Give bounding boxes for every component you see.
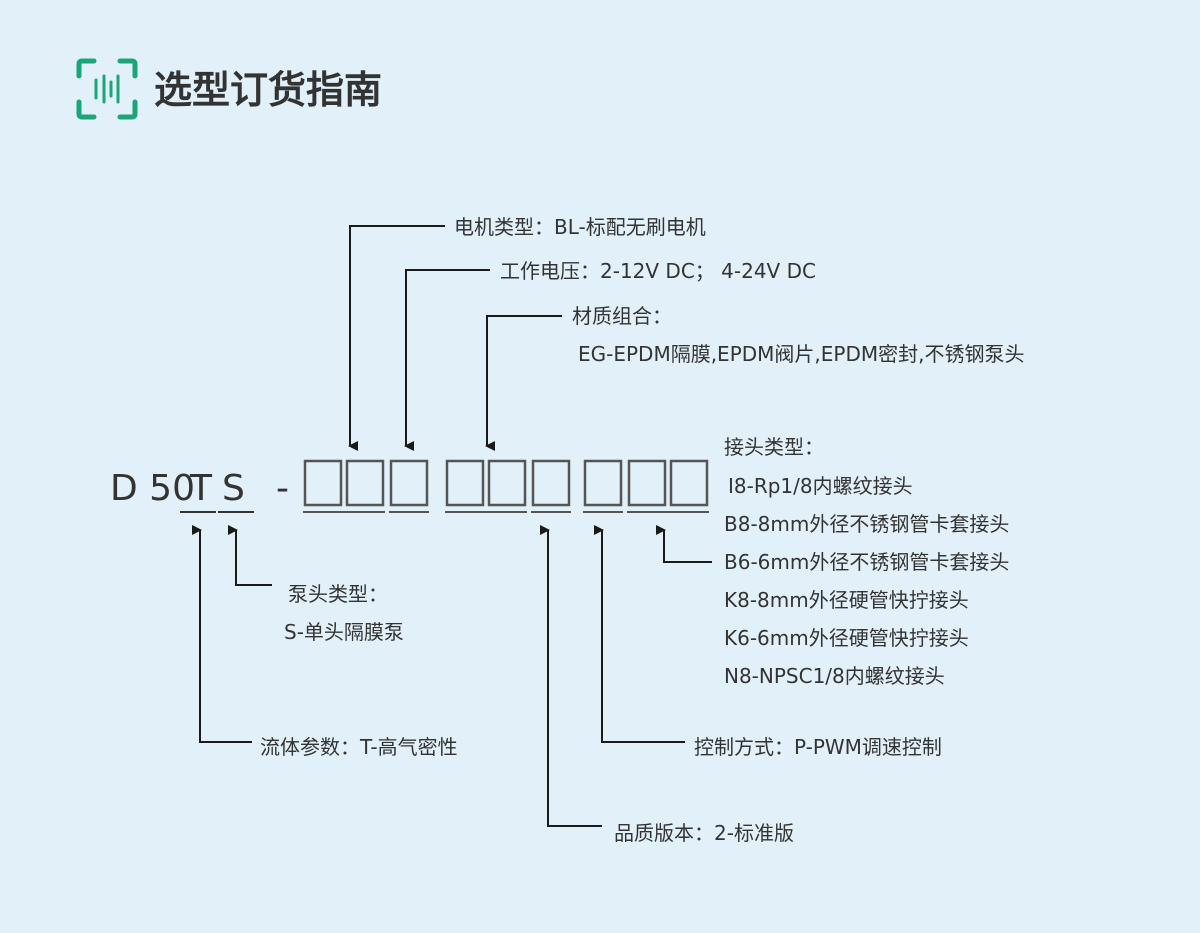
code-box-control <box>583 459 623 507</box>
connector-material <box>485 315 562 451</box>
label-motor-type: 电机类型：BL-标配无刷电机 <box>454 215 706 239</box>
code-pump-letter: S <box>222 468 245 509</box>
code-box-material-2 <box>487 459 527 507</box>
label-pump-head-title: 泵头类型： <box>288 582 388 606</box>
label-control: 控制方式：P-PWM调速控制 <box>694 735 942 759</box>
joint-option: I8-Rp1/8内螺纹接头 <box>728 474 913 498</box>
label-joint-title: 接头类型： <box>724 435 824 459</box>
code-dash: - <box>276 468 289 509</box>
code-box-joint-1 <box>627 459 667 507</box>
code-box-voltage <box>389 459 429 507</box>
label-voltage: 工作电压：2-12V DC； 4-24V DC <box>500 259 816 283</box>
barcode-scan-icon <box>76 58 138 120</box>
code-box-joint-2 <box>669 459 709 507</box>
connector-control <box>594 525 685 743</box>
code-box-material-1 <box>445 459 485 507</box>
code-fluid-letter: T <box>189 468 213 509</box>
label-pump-head-value: S-单头隔膜泵 <box>284 620 404 644</box>
connector-voltage <box>404 269 490 451</box>
connector-motor <box>348 225 445 451</box>
connector-version <box>540 525 602 827</box>
label-version: 品质版本：2-标准版 <box>614 821 794 845</box>
code-box-motor-1 <box>303 459 343 507</box>
joint-option: K8-8mm外径硬管快拧接头 <box>724 588 969 612</box>
connector-pump-head <box>228 525 272 586</box>
label-material-value: EG-EPDM隔膜,EPDM阀片,EPDM密封,不锈钢泵头 <box>578 342 1024 366</box>
joint-option: B8-8mm外径不锈钢管卡套接头 <box>724 512 1009 536</box>
code-prefix: D 50 <box>110 468 195 509</box>
connector-fluid <box>192 525 252 743</box>
joint-option: N8-NPSC1/8内螺纹接头 <box>724 664 945 688</box>
label-material-title: 材质组合： <box>572 304 672 328</box>
joint-option: B6-6mm外径不锈钢管卡套接头 <box>724 550 1009 574</box>
page-title: 选型订货指南 <box>154 68 383 112</box>
code-box-version <box>531 459 571 507</box>
code-box-motor-2 <box>345 459 385 507</box>
joint-option: K6-6mm外径硬管快拧接头 <box>724 626 969 650</box>
label-fluid: 流体参数：T-高气密性 <box>260 735 458 759</box>
connector-joint <box>656 525 712 563</box>
